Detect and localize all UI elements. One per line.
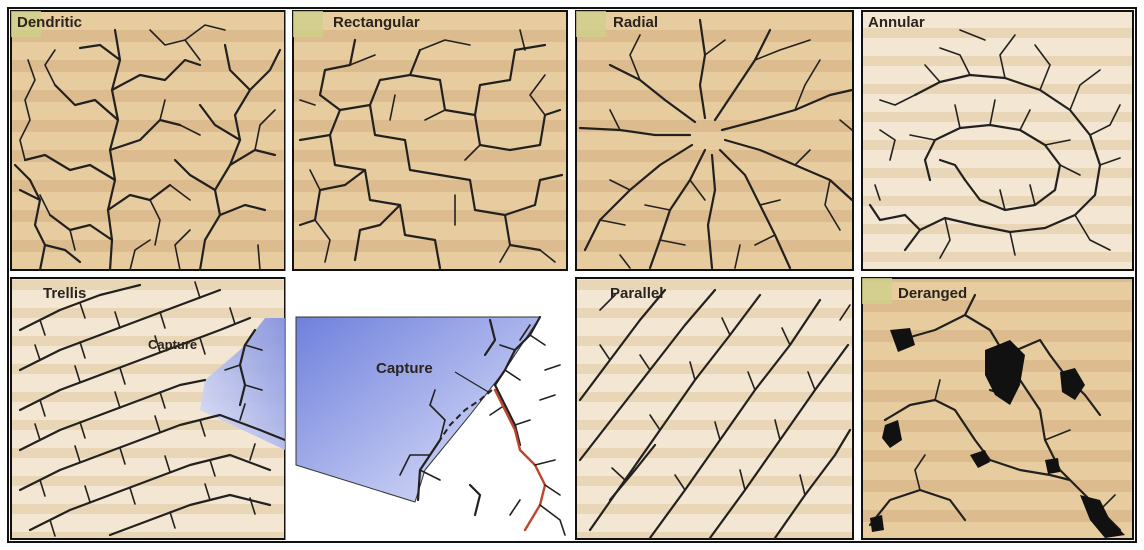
deranged-lakes: [870, 328, 1125, 538]
trellis-capture-region: [200, 318, 285, 450]
capture-detail-callout: Capture: [376, 360, 433, 377]
label-rectangular: Rectangular: [333, 14, 420, 31]
parallel-streams: [578, 288, 852, 540]
panel-annular: Annular: [861, 10, 1134, 271]
rectangular-streams: [298, 29, 564, 270]
panel-rectangular: Rectangular: [292, 10, 568, 271]
label-trellis: Trellis: [43, 285, 86, 302]
panel-radial: Radial: [575, 10, 854, 271]
label-dendritic: Dendritic: [17, 14, 82, 31]
panel-parallel: Parallel: [575, 277, 854, 540]
panel-deranged: Deranged: [861, 277, 1134, 540]
label-annular: Annular: [868, 14, 925, 31]
panel-capture-detail: Capture: [288, 278, 568, 539]
trellis-streams: [18, 281, 287, 537]
capture-detail-streams: [399, 315, 566, 536]
radial-streams: [578, 18, 854, 270]
dendritic-streams: [13, 24, 282, 272]
annular-streams: [868, 29, 1121, 259]
panel-trellis: Trellis Capture: [10, 277, 287, 540]
trellis-capture-callout: Capture: [148, 337, 197, 352]
panel-dendritic: Dendritic: [10, 10, 286, 272]
label-radial: Radial: [613, 14, 658, 31]
label-deranged: Deranged: [898, 285, 967, 302]
label-parallel: Parallel: [610, 285, 663, 302]
